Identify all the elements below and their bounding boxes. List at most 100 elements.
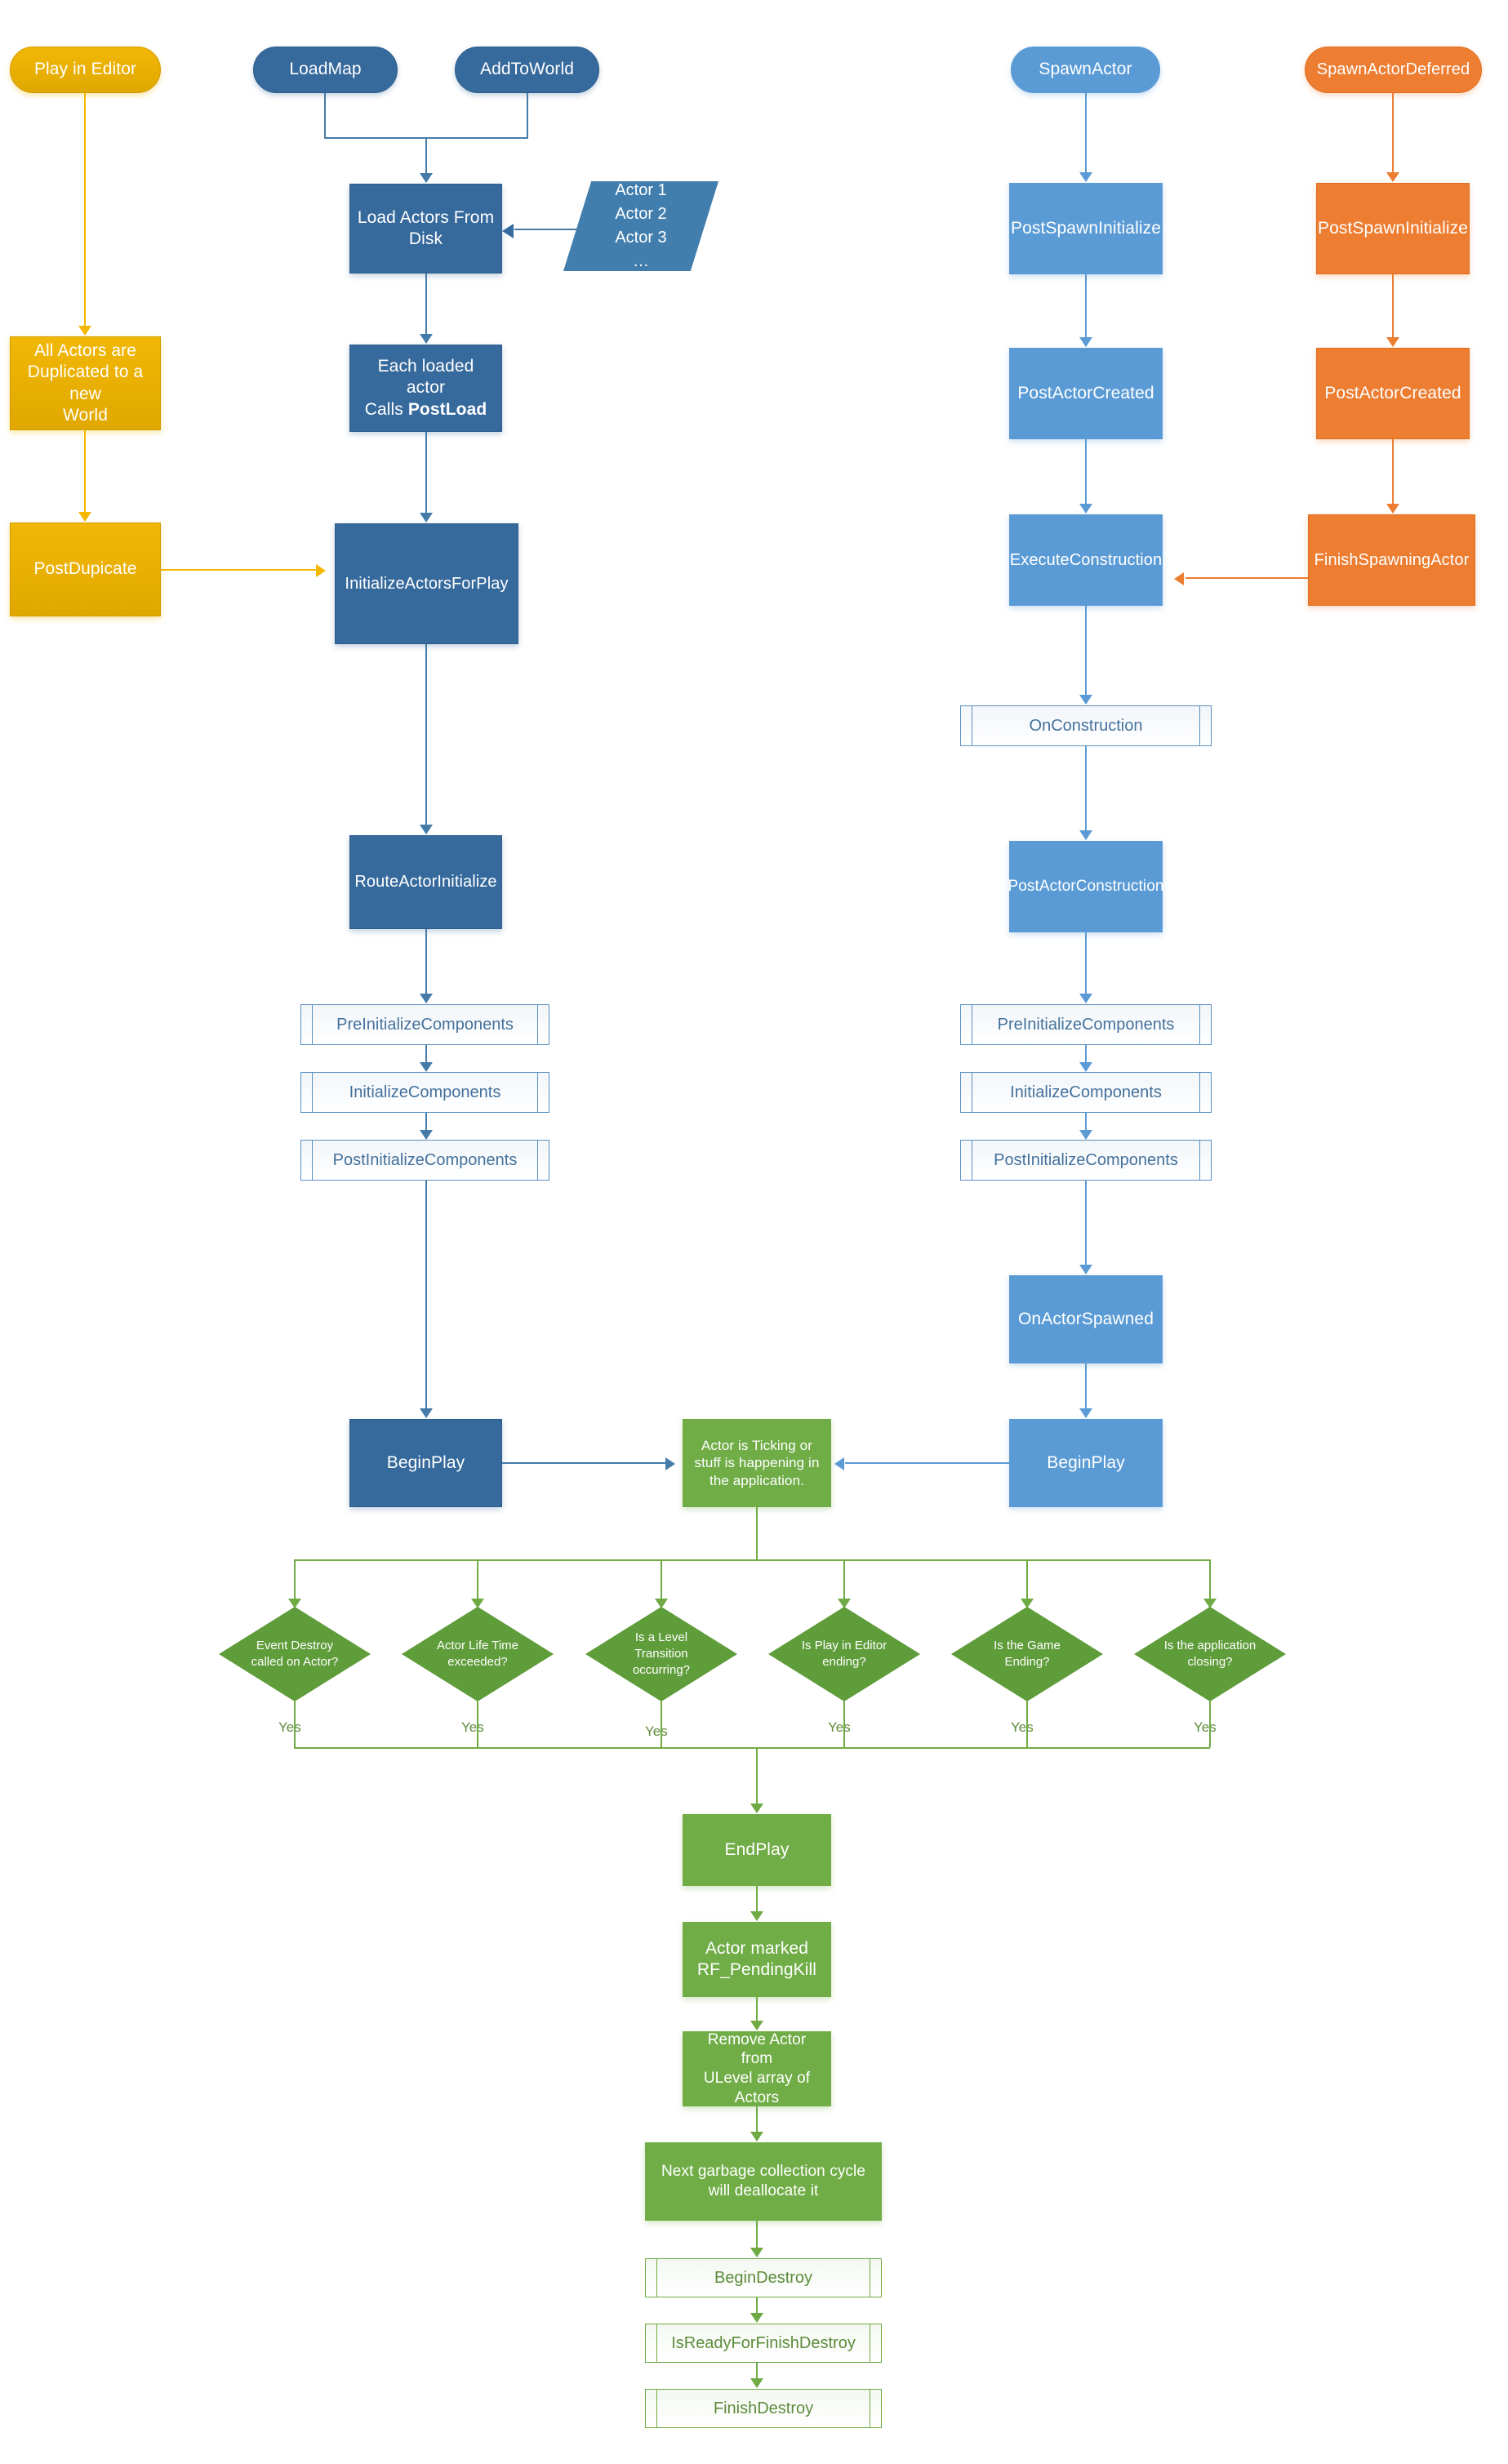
connector-r-init-to-postinit: [1085, 1113, 1087, 1131]
connector-initactors-to-routeactor: [425, 644, 427, 825]
node-right-begin-play[interactable]: BeginPlay: [1009, 1419, 1163, 1507]
connector-actorlist-to-loadactors: [514, 229, 592, 230]
node-finish-destroy[interactable]: FinishDestroy: [645, 2389, 882, 2428]
connector-postduplicate-to-initactors: [161, 569, 316, 571]
arrowhead-down-icon: [750, 2378, 763, 2388]
arrowhead-down-icon: [1386, 172, 1399, 182]
node-spawn-post-actor-created[interactable]: PostActorCreated: [1009, 348, 1163, 439]
node-spawn-actor-deferred[interactable]: SpawnActorDeferred: [1305, 47, 1482, 93]
arrowhead-right-icon: [665, 1457, 675, 1470]
arrowhead-down-icon: [750, 2313, 763, 2323]
node-actor-is-ticking[interactable]: Actor is Ticking or stuff is happening i…: [683, 1419, 831, 1507]
node-addtoworld[interactable]: AddToWorld: [455, 47, 599, 93]
decision-game-ending[interactable]: Is the Game Ending?: [951, 1607, 1103, 1701]
node-label: PostActorCreated: [1017, 383, 1154, 403]
decision-actor-life-time[interactable]: Actor Life Time exceeded?: [402, 1607, 554, 1701]
node-load-actors-from-disk[interactable]: Load Actors From Disk: [349, 184, 502, 274]
node-label: Remove Actor from ULevel array of Actors: [703, 2030, 811, 2106]
connector-loadmap-stem: [324, 93, 326, 138]
node-label: PostInitializeComponents: [994, 1150, 1178, 1169]
arrowhead-left-icon: [1174, 572, 1184, 585]
connector-d-postspawninit-to-postactorcreated: [1392, 274, 1394, 338]
arrowhead-down-icon: [750, 2021, 763, 2030]
connector-addtoworld-stem: [527, 93, 528, 138]
node-is-ready-for-finish-destroy[interactable]: IsReadyForFinishDestroy: [645, 2324, 882, 2363]
node-label: PostSpawnInitialize: [1318, 218, 1468, 238]
node-label: Each loaded actor Calls PostLoad: [350, 356, 501, 420]
decision-level-transition[interactable]: Is a Level Transition occurring?: [585, 1607, 737, 1701]
connector-spawnactor-to-postspawninit: [1085, 93, 1087, 173]
decision-application-closing[interactable]: Is the application closing?: [1134, 1607, 1286, 1701]
arrowhead-left-icon: [834, 1457, 844, 1470]
node-left-post-initialize-components[interactable]: PostInitializeComponents: [300, 1140, 549, 1181]
node-on-actor-spawned[interactable]: OnActorSpawned: [1009, 1275, 1163, 1363]
node-route-actor-initialize[interactable]: RouteActorInitialize: [349, 835, 502, 929]
drop-decision-6: [1209, 1559, 1211, 1600]
node-actor-marked-pendingkill[interactable]: Actor marked RF_PendingKill: [683, 1922, 831, 1997]
node-label: SpawnActor: [1039, 60, 1132, 79]
node-label: SpawnActorDeferred: [1316, 60, 1470, 78]
node-label: All Actors are Duplicated to a new World: [27, 341, 144, 425]
arrowhead-down-icon: [1079, 1265, 1092, 1274]
arrowhead-down-icon: [1079, 994, 1092, 1003]
node-end-play[interactable]: EndPlay: [683, 1814, 831, 1886]
node-post-duplicate[interactable]: PostDupicate: [10, 523, 161, 616]
arrowhead-down-icon: [838, 1599, 851, 1608]
node-label: PostSpawnInitialize: [1011, 218, 1161, 238]
edge-label-yes-4: Yes: [828, 1719, 851, 1735]
node-on-construction[interactable]: OnConstruction: [960, 705, 1212, 746]
decision-event-destroy[interactable]: Event Destroy called on Actor?: [219, 1607, 371, 1701]
arrowhead-down-icon: [420, 173, 433, 183]
tail-decision-4: [843, 1701, 845, 1747]
node-label: Play in Editor: [33, 60, 137, 79]
node-right-post-initialize-components[interactable]: PostInitializeComponents: [960, 1140, 1212, 1181]
node-spawn-actor[interactable]: SpawnActor: [1011, 47, 1160, 93]
node-begin-destroy[interactable]: BeginDestroy: [645, 2258, 882, 2297]
node-post-actor-construction[interactable]: PostActorConstruction: [1008, 841, 1163, 932]
node-left-initialize-components[interactable]: InitializeComponents: [300, 1072, 549, 1113]
node-each-loaded-actor-postload[interactable]: Each loaded actor Calls PostLoad: [349, 345, 502, 432]
edge-label-yes-6: Yes: [1194, 1719, 1217, 1735]
node-label: BeginDestroy: [714, 2268, 813, 2287]
arrowhead-down-icon: [1079, 504, 1092, 514]
arrowhead-down-icon: [1021, 1599, 1034, 1608]
arrowhead-down-icon: [420, 825, 433, 834]
node-spawn-post-spawn-initialize[interactable]: PostSpawnInitialize: [1009, 183, 1163, 274]
connector-executeconstruction-to-onconstruction: [1085, 606, 1087, 696]
arrowhead-down-icon: [750, 2132, 763, 2142]
postload-bold: PostLoad: [407, 399, 487, 419]
drop-decision-2: [477, 1559, 478, 1600]
node-initialize-actors-for-play[interactable]: InitializeActorsForPlay: [335, 523, 518, 644]
node-remove-actor-from-ulevel[interactable]: Remove Actor from ULevel array of Actors: [683, 2031, 831, 2106]
connector-begindestroy-to-isready: [756, 2297, 758, 2314]
node-deferred-post-actor-created[interactable]: PostActorCreated: [1316, 348, 1470, 439]
decision-play-in-editor-ending[interactable]: Is Play in Editor ending?: [768, 1607, 920, 1701]
node-finish-spawning-actor[interactable]: FinishSpawningActor: [1308, 514, 1475, 606]
connector-merge-down: [425, 137, 427, 174]
tail-decision-3: [661, 1701, 662, 1747]
node-right-initialize-components[interactable]: InitializeComponents: [960, 1072, 1212, 1113]
node-deferred-post-spawn-initialize[interactable]: PostSpawnInitialize: [1316, 183, 1470, 274]
node-right-pre-initialize-components[interactable]: PreInitializeComponents: [960, 1004, 1212, 1045]
connector-init-to-postinit: [425, 1113, 427, 1131]
node-execute-construction[interactable]: ExecuteConstruction: [1009, 514, 1163, 606]
node-label: InitializeComponents: [1010, 1083, 1162, 1101]
node-play-in-editor[interactable]: Play in Editor: [10, 47, 161, 93]
node-loadmap[interactable]: LoadMap: [253, 47, 398, 93]
arrowhead-down-icon: [420, 1130, 433, 1140]
connector-isready-to-finishdestroy: [756, 2363, 758, 2379]
node-left-pre-initialize-components[interactable]: PreInitializeComponents: [300, 1004, 549, 1045]
connector-routeactor-to-preinit: [425, 929, 427, 994]
arrowhead-down-icon: [1386, 337, 1399, 347]
node-left-begin-play[interactable]: BeginPlay: [349, 1419, 502, 1507]
node-label: PreInitializeComponents: [336, 1015, 514, 1034]
node-all-actors-duplicated[interactable]: All Actors are Duplicated to a new World: [10, 336, 161, 430]
drop-decision-3: [661, 1559, 662, 1600]
node-label: BeginPlay: [386, 1452, 465, 1472]
arrowhead-down-icon: [1079, 830, 1092, 840]
node-label: FinishDestroy: [713, 2399, 814, 2417]
node-label: PostActorConstruction: [1008, 878, 1164, 896]
arrowhead-down-icon: [420, 513, 433, 523]
node-garbage-collection[interactable]: Next garbage collection cycle will deall…: [645, 2142, 882, 2221]
node-label: RouteActorInitialize: [354, 873, 497, 891]
